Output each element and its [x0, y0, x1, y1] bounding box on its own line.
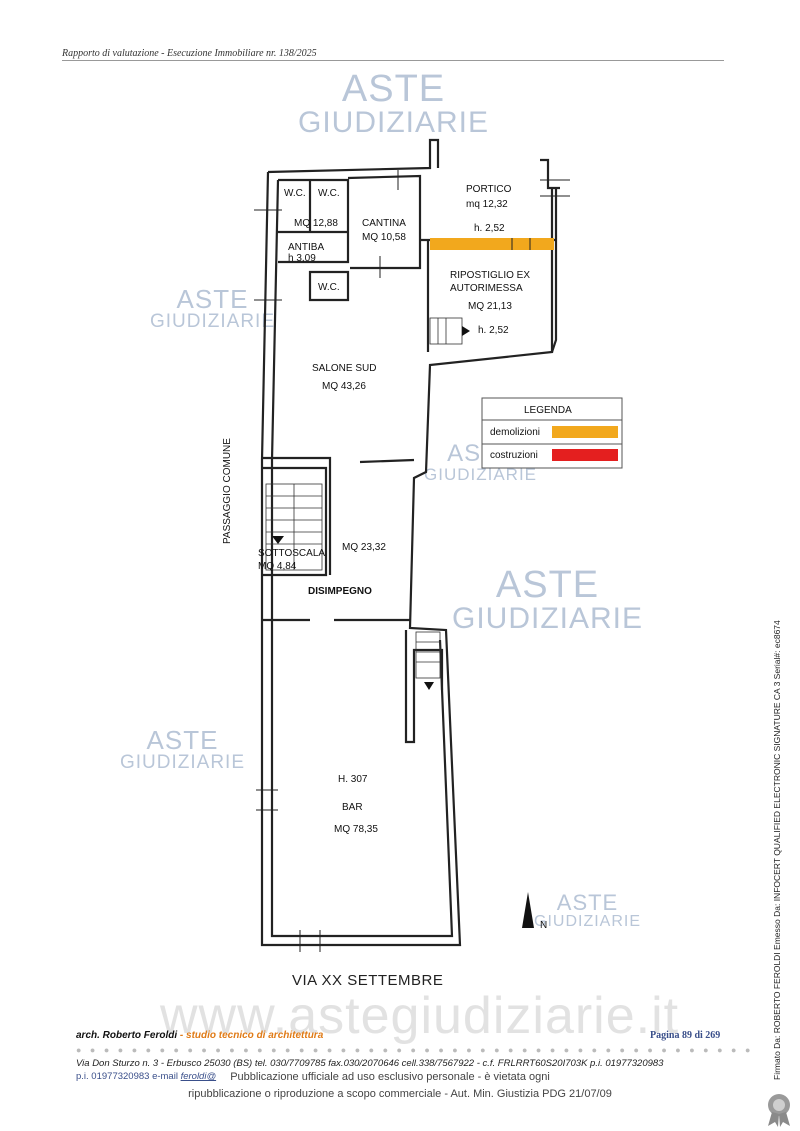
stair-main: [265, 483, 323, 571]
wall-portico-right: [550, 188, 558, 353]
footer-pi: p.i. 01977320983 e-mail feroldi@: [76, 1071, 216, 1082]
room-disimpegno-area: MQ 23,32: [342, 542, 386, 553]
room-sottoscala-area: MQ 4,84: [258, 561, 297, 572]
room-bar-area: MQ 78,35: [334, 824, 378, 835]
wall-stair-block: [262, 466, 328, 577]
footer-address: Via Don Sturzo n. 3 - Erbusco 25030 (BS)…: [76, 1058, 664, 1069]
watermark-top: ASTE GIUDIZIARIE: [298, 68, 490, 139]
room-disimpegno: DISIMPEGNO: [308, 586, 372, 597]
watermark-bottom: ASTE GIUDIZIARIE: [534, 890, 642, 930]
legend-costruzioni-swatch: [552, 449, 618, 461]
wall-left-outer: [260, 171, 554, 947]
report-header: Rapporto di valutazione - Esecuzione Imm…: [62, 48, 317, 59]
stair-ripostiglio: [429, 317, 463, 345]
legend-costruzioni-label: costruzioni: [490, 450, 538, 461]
wall-top: [267, 138, 560, 190]
footer-dots: ● ● ● ● ● ● ● ● ● ● ● ● ● ● ● ● ● ● ● ● …: [76, 1045, 752, 1055]
stair-bar: [415, 631, 441, 679]
wall-cantina: [347, 174, 422, 270]
page-number: Pagina 89 di 269: [650, 1030, 721, 1041]
room-wc-3: W.C.: [318, 282, 340, 293]
room-wc-1: W.C.: [284, 188, 306, 199]
footer-pi-text: p.i. 01977320983 e-mail: [76, 1071, 178, 1082]
room-antiba: ANTIBA: [288, 242, 324, 253]
award-ribbon-icon: [768, 1094, 790, 1127]
side-passage-label: PASSAGGIO COMUNE: [222, 438, 233, 544]
room-wc-2: W.C.: [318, 188, 340, 199]
footer-email-link[interactable]: feroldi@: [180, 1071, 217, 1082]
room-salone: SALONE SUD: [312, 363, 376, 374]
room-portico: PORTICO: [466, 184, 512, 195]
watermark-left-upper: ASTE GIUDIZIARIE: [150, 284, 276, 332]
wall-bar-stair: [404, 630, 444, 744]
room-sottoscala: SOTTOSCALA: [258, 548, 325, 559]
room-antiba-height: h 3,09: [288, 253, 316, 264]
room-cantina-area: MQ 10,58: [362, 232, 406, 243]
arrow-ripostiglio: [462, 326, 470, 336]
north-label: N: [540, 920, 547, 931]
room-wc-area: MQ 12,88: [294, 218, 338, 229]
room-portico-area: mq 12,32: [466, 199, 508, 210]
author-studio: - studio tecnico di architettura: [177, 1030, 324, 1041]
room-salone-area: MQ 43,26: [322, 381, 366, 392]
arrow-stair: [272, 536, 284, 544]
room-portico-height: h. 2,52: [474, 223, 505, 234]
legend-title: LEGENDA: [524, 405, 572, 416]
watermark-left-lower: ASTE GIUDIZIARIE: [120, 725, 246, 773]
legend: LEGENDA demolizioni costruzioni: [481, 397, 623, 469]
author-name: arch. Roberto Feroldi: [76, 1030, 178, 1041]
legend-demolizioni-label: demolizioni: [490, 427, 540, 438]
room-bar-height: H. 307: [338, 774, 368, 785]
room-ripostiglio-area: MQ 21,13: [468, 301, 512, 312]
watermark-right: ASTE GIUDIZIARIE: [452, 564, 644, 635]
wall-openings: [254, 170, 570, 952]
legend-demolizioni-swatch: [552, 426, 618, 438]
room-bar: BAR: [342, 802, 363, 813]
digital-signature: Firmato Da: ROBERTO FEROLDI Emesso Da: I…: [772, 620, 782, 1080]
watermark-url: www.astegiudiziarie.it: [160, 987, 680, 1045]
wall-left-inner: [270, 179, 454, 938]
room-ripostiglio-height: h. 2,52: [478, 325, 509, 336]
arrow-bar-stair: [424, 682, 434, 690]
publication-note-line2: ripubblicazione o riproduzione a scopo c…: [188, 1088, 612, 1100]
demolition-strip: [430, 238, 554, 250]
header-divider: [62, 60, 724, 61]
room-ripostiglio-line2: AUTORIMESSA: [450, 283, 523, 294]
north-arrow-icon: [522, 892, 534, 928]
wall-salone-bottom: [262, 456, 415, 575]
footer-author: arch. Roberto Feroldi - studio tecnico d…: [76, 1030, 323, 1041]
street-label: VIA XX SETTEMBRE: [292, 972, 444, 989]
wall-wc-block: [278, 178, 350, 302]
publication-note-line1: Pubblicazione ufficiale ad uso esclusivo…: [230, 1071, 550, 1083]
room-cantina: CANTINA: [362, 218, 406, 229]
room-ripostiglio-line1: RIPOSTIGLIO EX: [450, 270, 530, 281]
